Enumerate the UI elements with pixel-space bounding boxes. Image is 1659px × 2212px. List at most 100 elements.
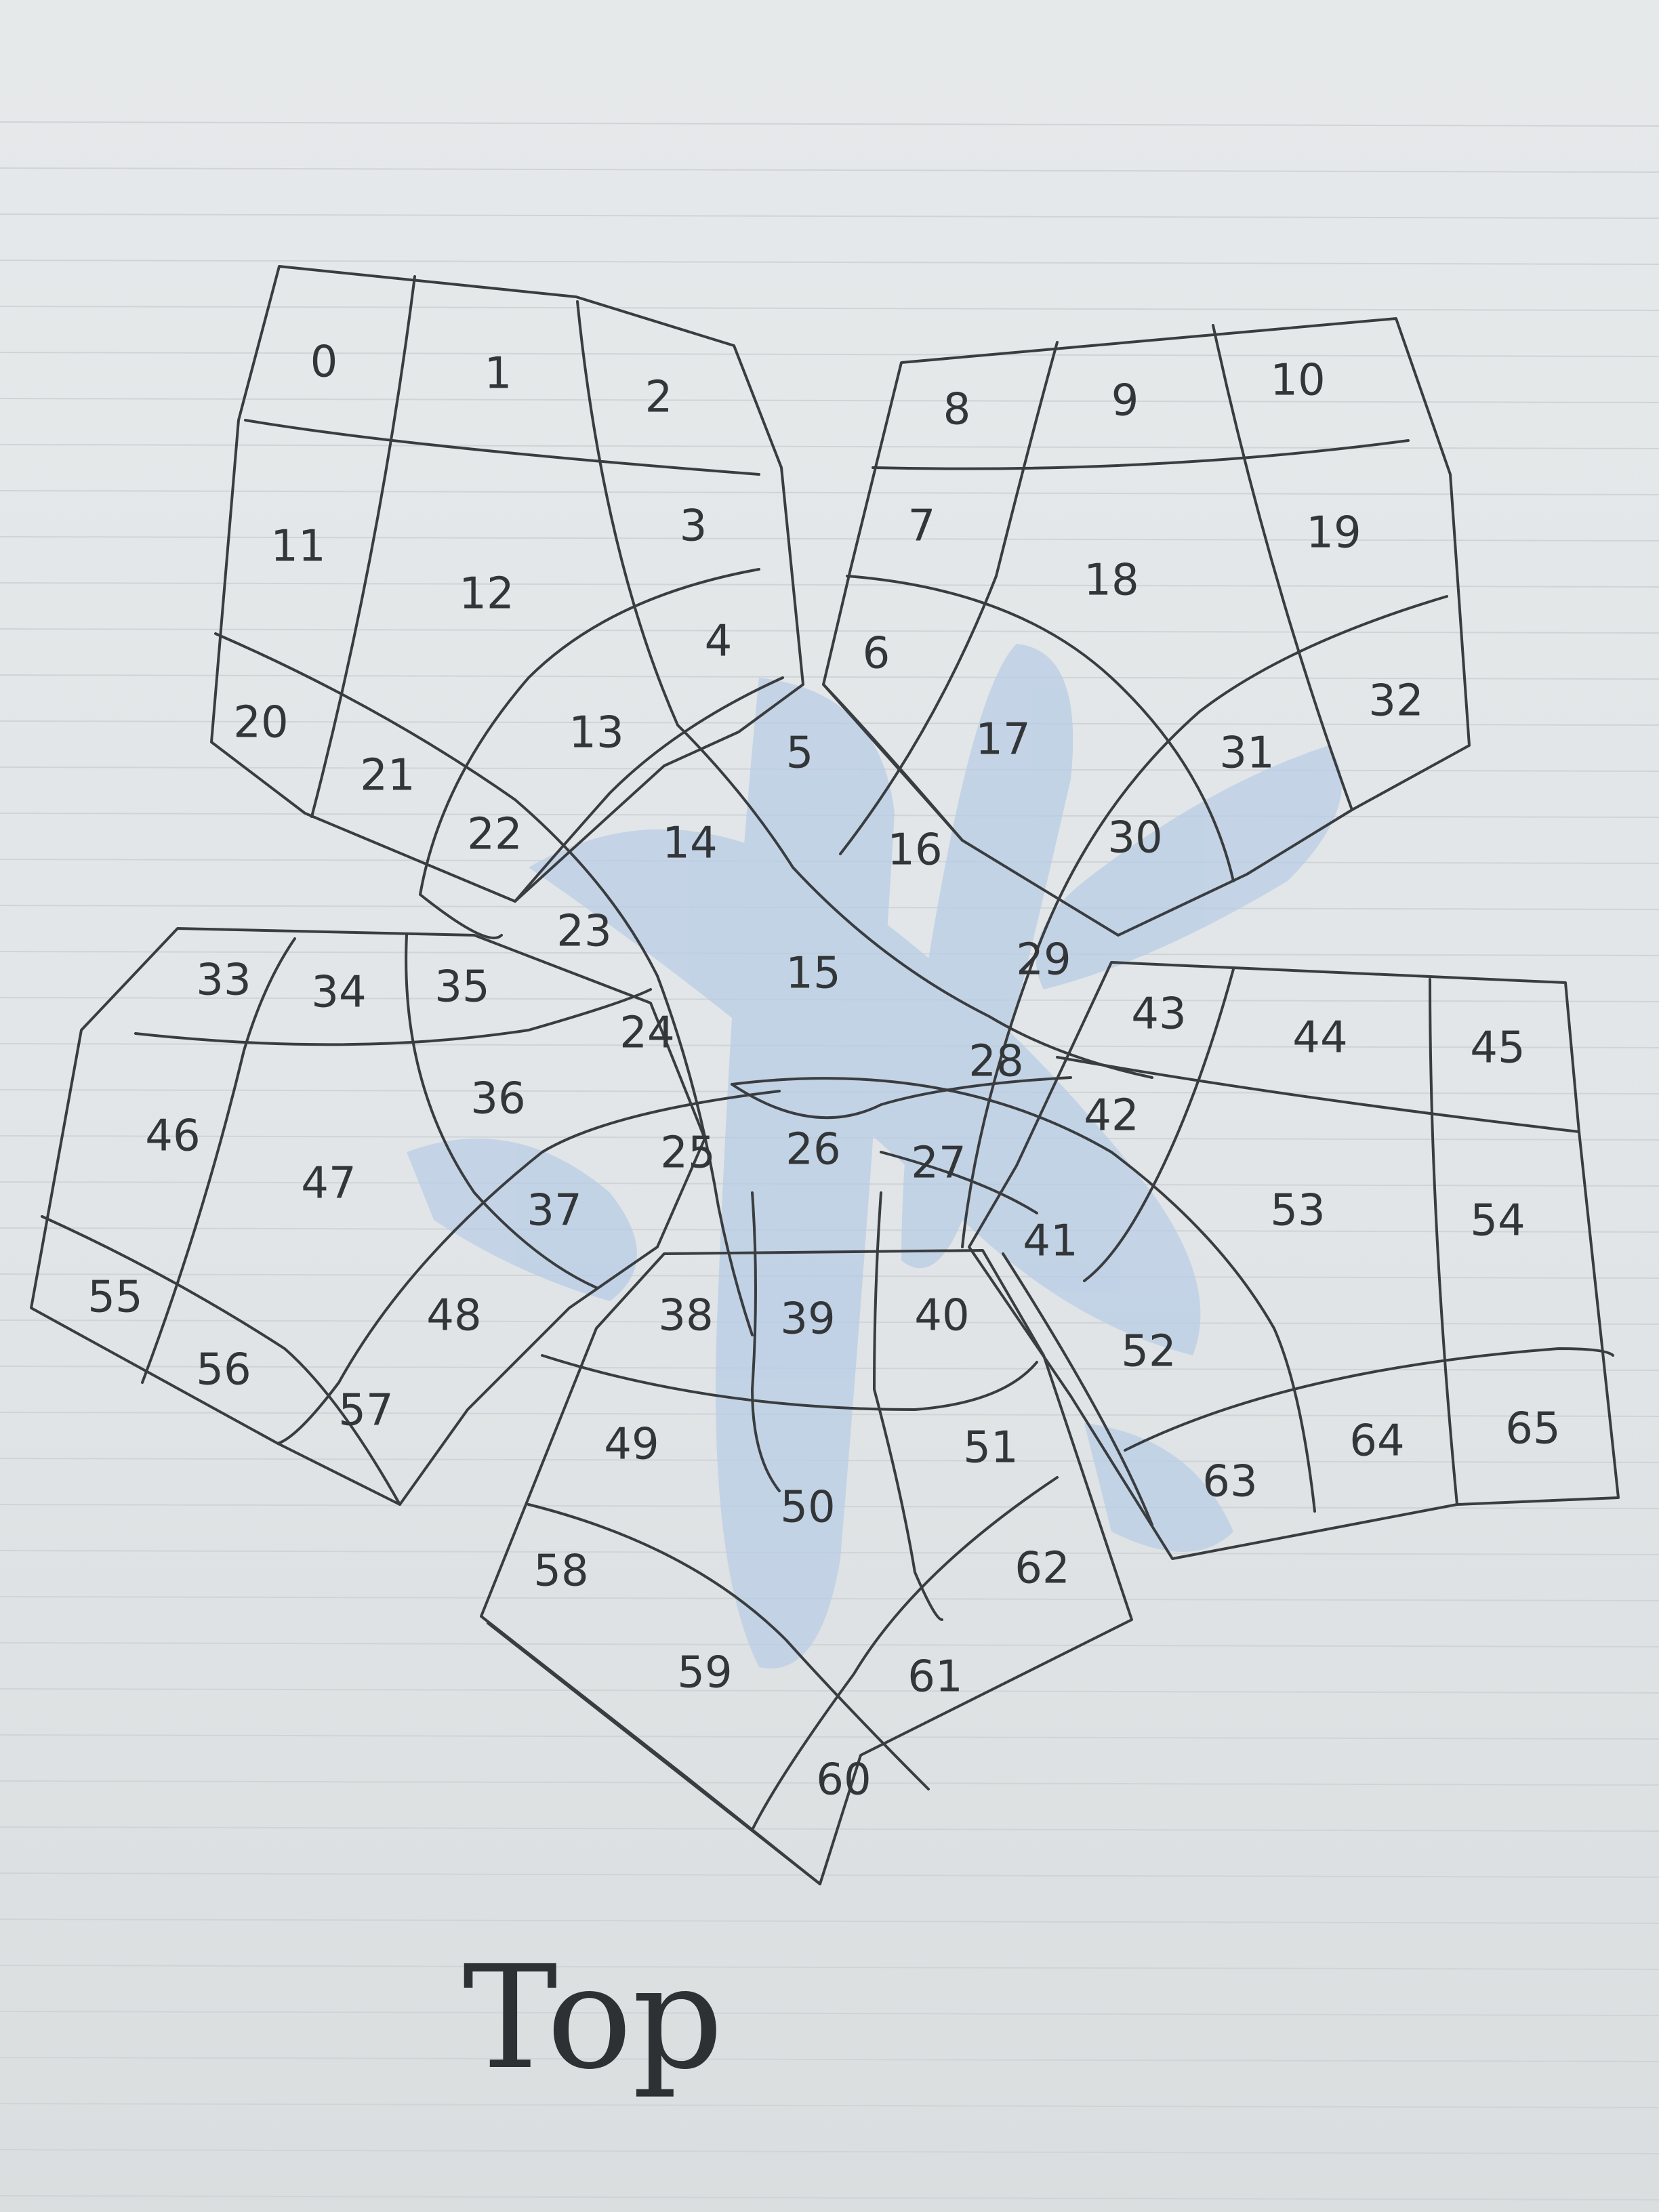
- cell-label-30: 30: [1107, 813, 1162, 863]
- cell-label-35: 35: [434, 962, 489, 1012]
- cell-label-21: 21: [360, 751, 415, 801]
- cell-label-16: 16: [887, 825, 942, 876]
- ruled-line: [0, 352, 1659, 357]
- cell-label-55: 55: [87, 1273, 142, 1323]
- cell-label-62: 62: [1015, 1544, 1069, 1594]
- ruled-line: [0, 2149, 1659, 2154]
- cell-label-39: 39: [780, 1294, 835, 1345]
- ruled-line: [0, 260, 1659, 265]
- cell-label-18: 18: [1084, 556, 1139, 606]
- panel-left-outline: [30, 927, 706, 1506]
- cell-label-53: 53: [1270, 1186, 1325, 1236]
- cell-label-63: 63: [1202, 1457, 1257, 1507]
- cell-label-22: 22: [467, 810, 522, 860]
- cell-label-14: 14: [662, 819, 717, 869]
- cell-label-46: 46: [145, 1111, 200, 1162]
- cell-label-31: 31: [1219, 729, 1274, 779]
- cell-label-3: 3: [680, 501, 708, 552]
- cell-label-34: 34: [311, 968, 366, 1018]
- cell-label-13: 13: [569, 708, 623, 758]
- ruled-line: [0, 1965, 1659, 1970]
- cell-label-47: 47: [301, 1159, 356, 1209]
- cell-label-54: 54: [1470, 1196, 1525, 1246]
- cell-label-40: 40: [914, 1291, 969, 1341]
- cell-label-49: 49: [604, 1420, 659, 1470]
- cell-label-11: 11: [270, 522, 325, 572]
- ruled-line: [0, 2011, 1659, 2016]
- cell-label-26: 26: [785, 1125, 840, 1175]
- ruled-line: [0, 2057, 1659, 2062]
- cell-label-17: 17: [975, 715, 1030, 765]
- ruled-line: [0, 1688, 1659, 1694]
- cell-label-50: 50: [780, 1483, 835, 1533]
- cell-label-41: 41: [1023, 1216, 1078, 1267]
- cell-label-24: 24: [619, 1008, 674, 1059]
- cell-label-56: 56: [196, 1345, 251, 1395]
- ruled-line: [0, 444, 1659, 449]
- cell-label-43: 43: [1131, 989, 1186, 1040]
- cell-label-0: 0: [310, 337, 338, 388]
- ruled-line: [0, 1642, 1659, 1647]
- cell-label-58: 58: [533, 1547, 588, 1597]
- caption-text: Top: [463, 1935, 724, 2101]
- ruled-line: [0, 2195, 1659, 2200]
- cell-label-12: 12: [459, 569, 514, 619]
- ruled-line: [0, 306, 1659, 311]
- ruled-line: [0, 398, 1659, 403]
- ruled-line: [0, 628, 1659, 634]
- cell-label-37: 37: [527, 1186, 581, 1236]
- cell-label-6: 6: [863, 629, 890, 679]
- ruled-line: [0, 167, 1659, 173]
- ruled-line: [0, 1919, 1659, 1924]
- cell-label-19: 19: [1306, 508, 1361, 558]
- ruled-line: [0, 490, 1659, 495]
- cell-label-28: 28: [968, 1037, 1023, 1087]
- cell-label-5: 5: [786, 729, 814, 779]
- ruled-line: [0, 582, 1659, 588]
- ruled-line: [0, 536, 1659, 541]
- cell-label-7: 7: [908, 501, 936, 552]
- cell-label-1: 1: [485, 349, 512, 399]
- cell-label-15: 15: [785, 949, 840, 999]
- cell-label-61: 61: [907, 1652, 962, 1702]
- cell-label-4: 4: [705, 617, 733, 667]
- panel-top-right-outline: [822, 317, 1471, 937]
- cell-label-8: 8: [943, 385, 971, 435]
- cell-label-59: 59: [677, 1648, 732, 1698]
- ruled-line: [0, 1872, 1659, 1878]
- ruled-line: [0, 1780, 1659, 1786]
- panel-right-outline: [968, 961, 1620, 1560]
- cell-label-10: 10: [1270, 356, 1325, 406]
- cell-label-2: 2: [645, 373, 673, 423]
- ruled-line: [0, 1826, 1659, 1832]
- cell-label-20: 20: [233, 698, 288, 748]
- cell-label-65: 65: [1505, 1404, 1560, 1454]
- cell-label-33: 33: [196, 956, 251, 1006]
- cell-label-48: 48: [426, 1291, 481, 1341]
- cell-label-45: 45: [1470, 1023, 1525, 1073]
- ruled-line: [0, 121, 1659, 127]
- cell-label-52: 52: [1121, 1327, 1176, 1377]
- cell-label-36: 36: [470, 1074, 525, 1124]
- watermark-logo: [407, 644, 1342, 1668]
- cell-label-32: 32: [1368, 676, 1423, 726]
- ruled-line: [0, 674, 1659, 680]
- ruled-line: [0, 1734, 1659, 1740]
- cell-label-64: 64: [1349, 1416, 1404, 1467]
- cell-label-60: 60: [816, 1755, 871, 1805]
- pentagon-net-lines: [30, 265, 1620, 1885]
- cell-label-42: 42: [1084, 1091, 1139, 1141]
- cell-label-25: 25: [660, 1128, 715, 1179]
- cell-label-51: 51: [963, 1423, 1018, 1473]
- cell-label-38: 38: [658, 1291, 713, 1341]
- cell-label-44: 44: [1292, 1013, 1347, 1063]
- cell-label-57: 57: [338, 1386, 393, 1436]
- cell-label-29: 29: [1016, 935, 1071, 985]
- cell-label-9: 9: [1111, 376, 1139, 426]
- ruled-line: [0, 213, 1659, 219]
- cell-label-27: 27: [911, 1139, 966, 1189]
- panel-bottom-outline: [480, 1249, 1133, 1885]
